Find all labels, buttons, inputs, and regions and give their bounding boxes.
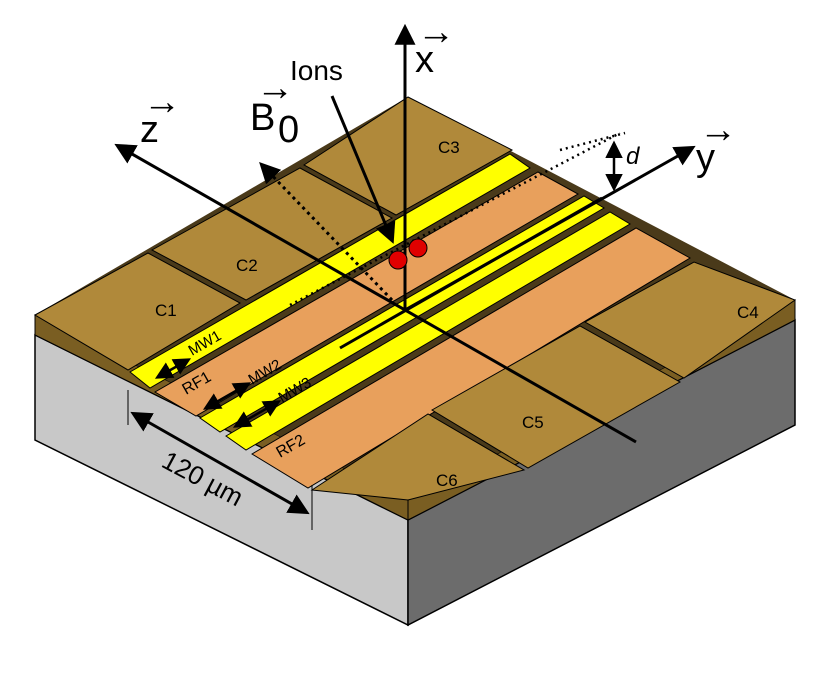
width-dimension-arrow <box>130 411 310 515</box>
electrode-c4 <box>583 261 797 379</box>
b-field-label: B <box>250 97 275 139</box>
b-field-vector-mark: → <box>256 67 294 109</box>
y-axis-vector-mark: → <box>699 109 737 151</box>
electrode-c3 <box>303 96 514 216</box>
x-axis-vector-mark: → <box>417 11 455 53</box>
z-axis-label: z <box>140 109 159 151</box>
ion-2 <box>408 238 428 258</box>
electrode-c6 <box>310 413 526 501</box>
y-axis-label: y <box>696 137 715 179</box>
b-field-line <box>259 161 394 302</box>
label-c3: C3 <box>438 138 460 157</box>
x-axis-label: x <box>415 39 434 81</box>
z-axis-vector-mark: → <box>143 81 181 123</box>
electrode-c1 <box>33 252 242 371</box>
d-label: d <box>626 143 640 170</box>
mw3-double-arrow <box>232 400 282 428</box>
label-c4: C4 <box>737 303 759 322</box>
label-c1: C1 <box>155 301 177 320</box>
mw1-double-arrow <box>154 358 192 379</box>
b-field-subscript: 0 <box>278 109 299 151</box>
label-c6: C6 <box>436 471 458 490</box>
d-reference-line <box>559 131 626 152</box>
ion-1 <box>388 250 408 270</box>
z-axis-line <box>114 143 637 444</box>
y-axis-line <box>404 145 696 312</box>
ions-label: Ions <box>290 55 343 86</box>
mw2-double-arrow <box>202 382 252 410</box>
label-c2: C2 <box>236 256 258 275</box>
ions-pointer-arrow <box>330 95 396 244</box>
ion-height-line <box>289 131 621 307</box>
label-c5: C5 <box>522 413 544 432</box>
